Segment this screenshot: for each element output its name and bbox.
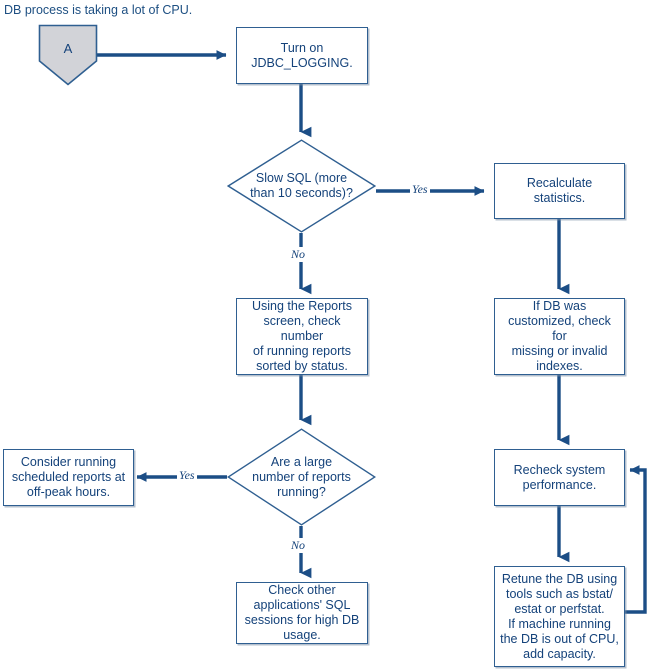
node-retune-db-label: Retune the DB using tools such as bstat/… — [500, 571, 619, 661]
node-many-reports-decision: Are a large number of reports running? — [227, 428, 376, 526]
node-check-invalid-indexes-label: If DB was customized, check for missing … — [508, 299, 611, 373]
node-consider-offpeak-reports-label: Consider running scheduled reports at of… — [11, 455, 126, 499]
node-check-other-applications-label: Check other applications' SQL sessions f… — [244, 583, 360, 642]
node-recheck-system-performance: Recheck system performance. — [494, 449, 625, 506]
node-turn-on-jdbc-logging: Turn on JDBC_LOGGING. — [236, 27, 368, 84]
edge-label-yes-many-reports: Yes — [177, 468, 197, 483]
node-retune-db: Retune the DB using tools such as bstat/… — [494, 566, 625, 667]
node-check-other-applications: Check other applications' SQL sessions f… — [236, 582, 368, 644]
node-slow-sql-decision: Slow SQL (more than 10 seconds)? — [227, 139, 376, 233]
node-consider-offpeak-reports: Consider running scheduled reports at of… — [3, 449, 134, 506]
node-slow-sql-decision-label: Slow SQL (more than 10 seconds)? — [250, 171, 353, 200]
connector-a-label: A — [63, 40, 73, 56]
node-connector-a: A — [38, 24, 98, 86]
node-check-invalid-indexes: If DB was customized, check for missing … — [494, 298, 625, 375]
node-using-reports-screen-label: Using the Reports screen, check number o… — [251, 299, 353, 373]
edge-label-yes-slow-sql: Yes — [410, 182, 430, 197]
node-turn-on-jdbc-logging-label: Turn on JDBC_LOGGING. — [251, 40, 353, 70]
node-using-reports-screen: Using the Reports screen, check number o… — [236, 298, 368, 375]
node-many-reports-decision-label: Are a large number of reports running? — [252, 454, 351, 499]
node-recheck-system-performance-label: Recheck system performance. — [513, 462, 606, 492]
node-recalculate-statistics-label: Recalculate statistics. — [526, 176, 593, 205]
node-recalculate-statistics: Recalculate statistics. — [494, 163, 625, 219]
edge-label-no-many-reports: No — [289, 538, 308, 553]
edge-label-no-slow-sql: No — [289, 247, 308, 262]
diagram-caption: DB process is taking a lot of CPU. — [4, 3, 193, 17]
